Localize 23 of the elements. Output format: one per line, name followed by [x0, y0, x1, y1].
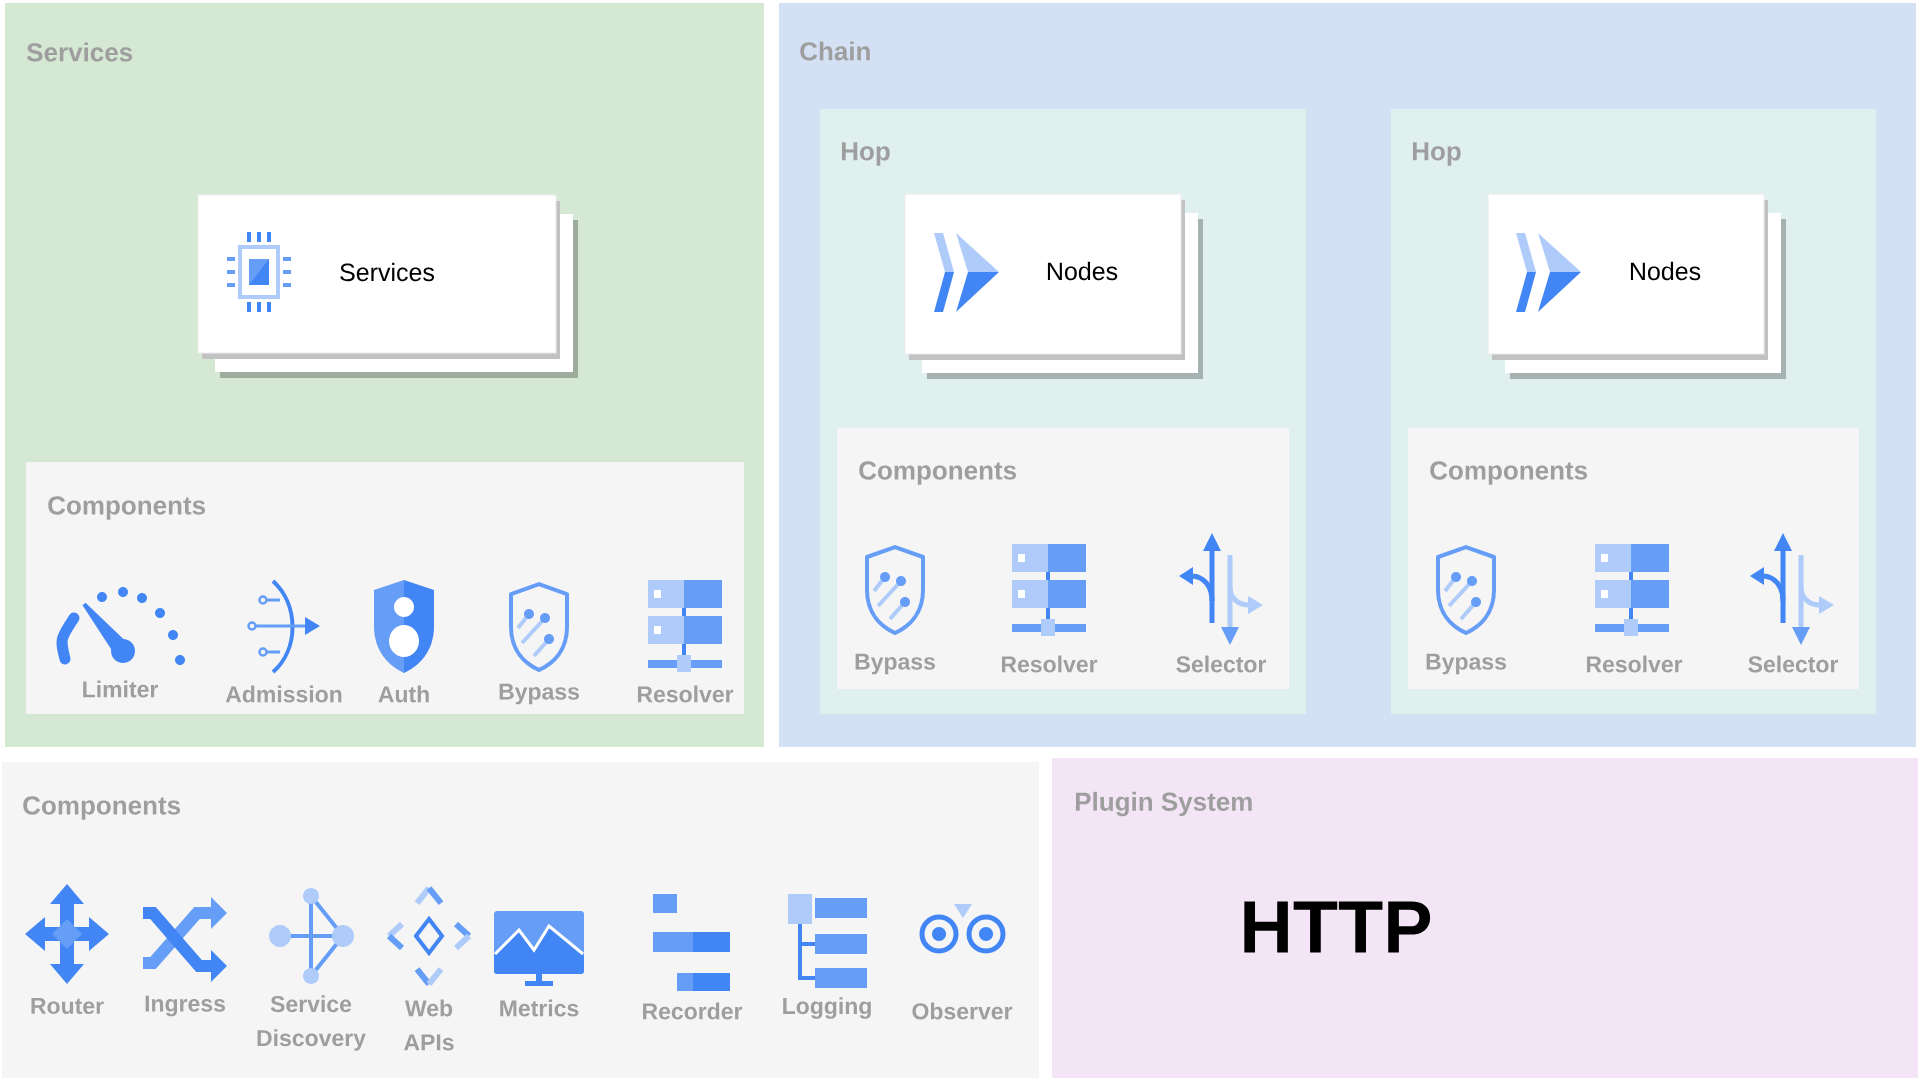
component-label: Auth	[378, 685, 429, 703]
component-label: Bypass	[1426, 653, 1506, 675]
component-label: Limiter	[83, 680, 158, 698]
plugin-label: HTTP	[1244, 901, 1431, 953]
component-label: Web APIs	[404, 999, 454, 1051]
component-label: Metrics	[500, 999, 579, 1017]
component-label: Bypass	[499, 683, 579, 705]
stacked-card: Nodes	[1487, 193, 1786, 379]
component-label: Resolver	[637, 685, 734, 703]
component-label: Selector	[1176, 655, 1267, 673]
component-label: Logging	[783, 997, 871, 1019]
component-label: Selector	[1748, 655, 1839, 673]
component-label: Recorder	[643, 1002, 743, 1020]
component-label: Observer	[912, 1002, 1013, 1020]
component-label: Ingress	[145, 995, 225, 1017]
stacked-card: Nodes	[904, 193, 1203, 379]
component-label: Bypass	[855, 653, 935, 675]
component-label: Service Discovery	[257, 995, 366, 1051]
component-label: Admission	[225, 685, 342, 703]
component-label: Resolver	[1001, 655, 1098, 673]
stacked-card: Services	[197, 194, 578, 378]
component-label: Router	[31, 998, 104, 1015]
component-label: Resolver	[1586, 655, 1683, 673]
